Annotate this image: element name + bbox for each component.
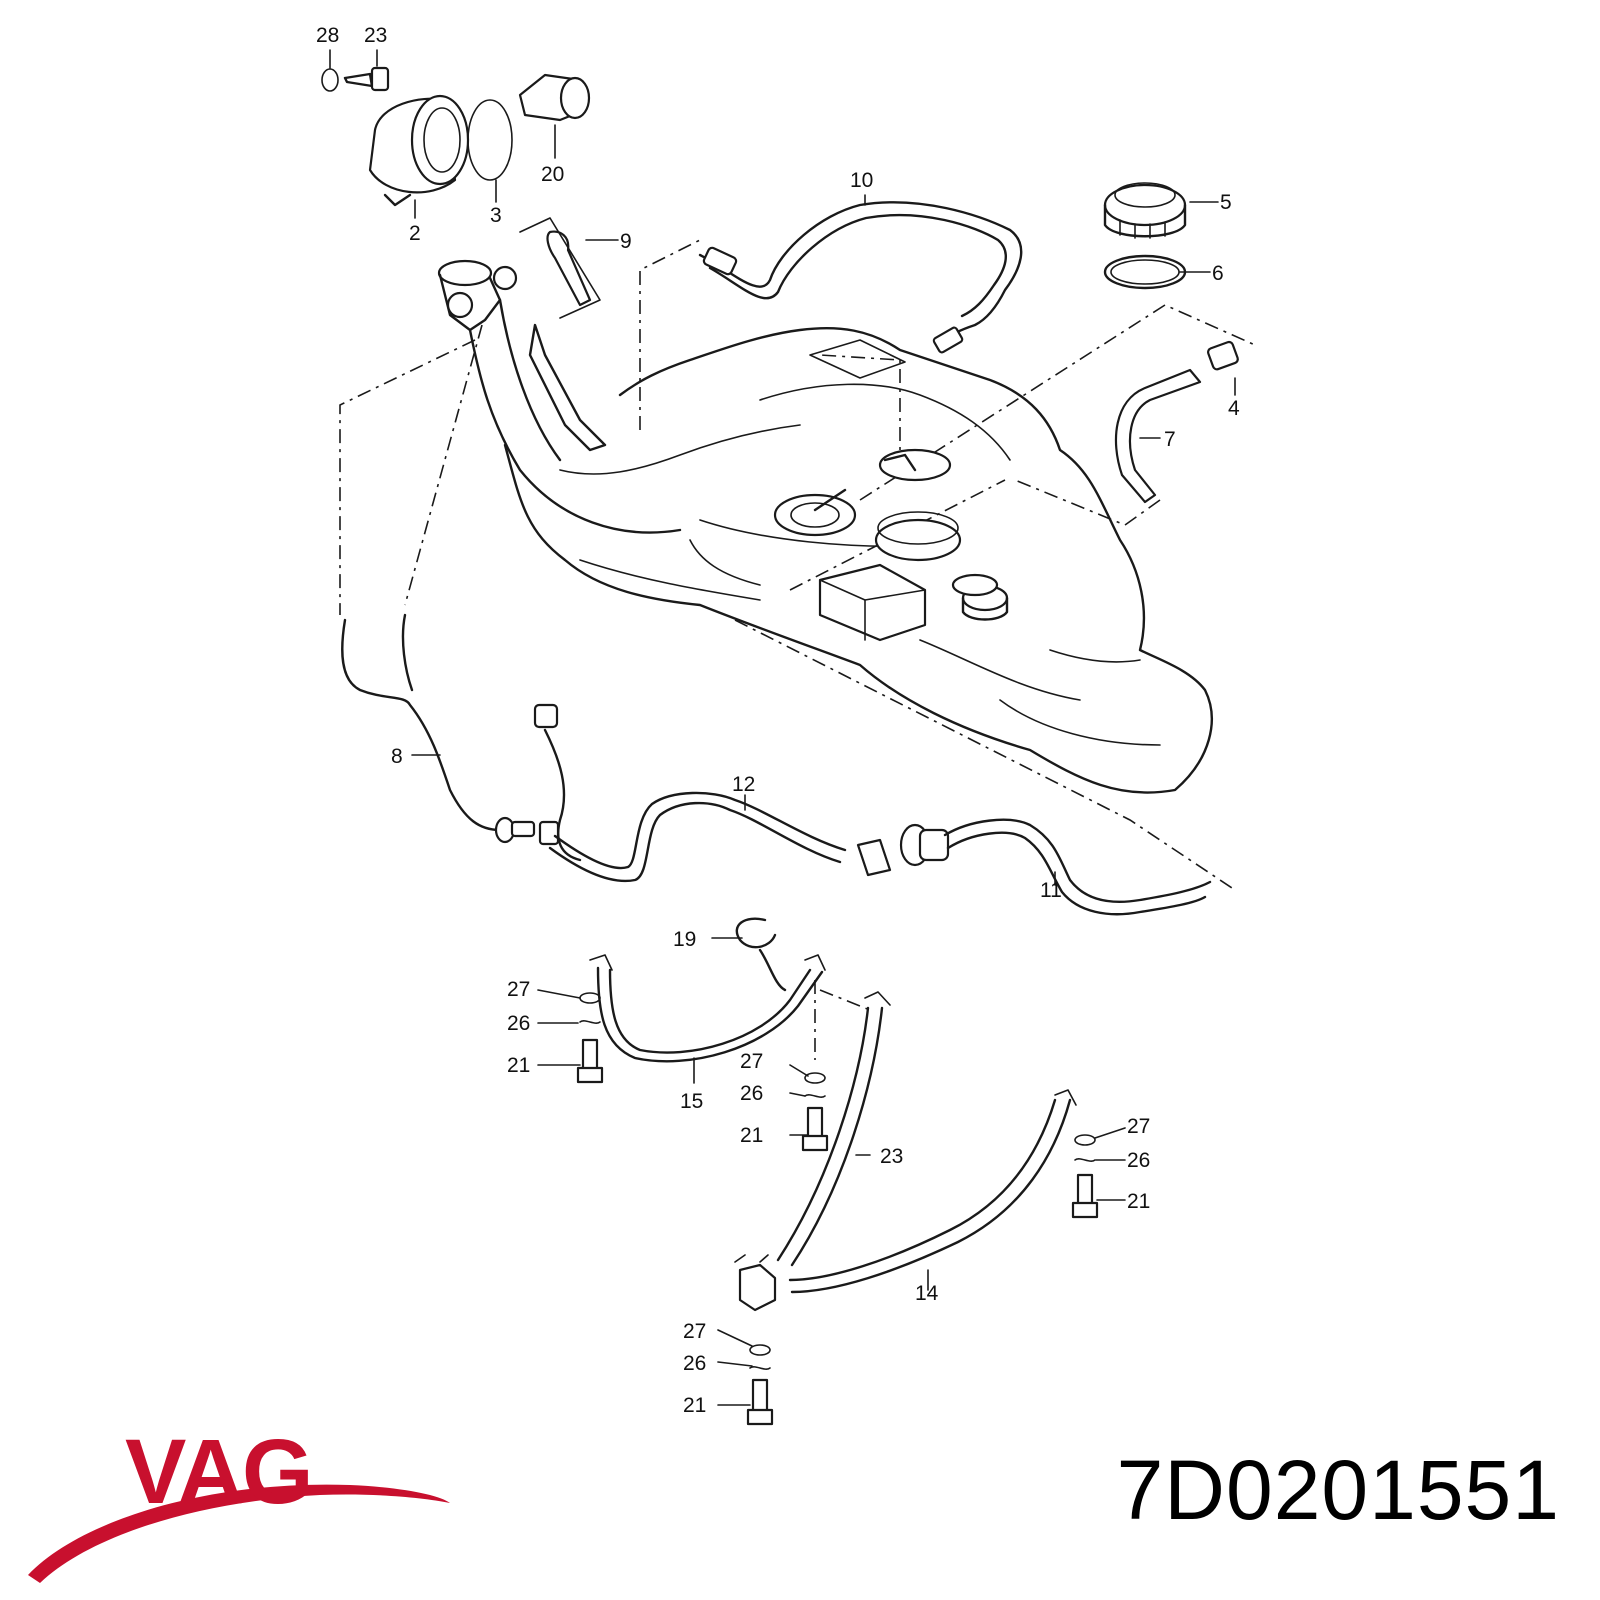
callout-21: 21 xyxy=(740,1124,763,1147)
callout-4: 4 xyxy=(1228,397,1240,420)
callout-21: 21 xyxy=(507,1054,530,1077)
callout-23: 23 xyxy=(880,1145,903,1168)
callout-14: 14 xyxy=(915,1282,939,1305)
callout-6: 6 xyxy=(1212,262,1224,285)
fastener-stack-1 xyxy=(576,992,604,1084)
logo-swoosh xyxy=(28,1484,450,1583)
fastener-stack-3 xyxy=(1071,1134,1099,1219)
locking-ring-5 xyxy=(1103,182,1187,239)
callout-3: 3 xyxy=(490,204,502,227)
callout-7: 7 xyxy=(1164,428,1176,451)
strap-14 xyxy=(788,1098,1057,1282)
callout-15: 15 xyxy=(680,1090,703,1113)
callout-10: 10 xyxy=(850,169,873,192)
connector-hose xyxy=(543,728,582,862)
callout-11: 11 xyxy=(1040,879,1062,902)
callout-27: 27 xyxy=(1127,1115,1150,1138)
callout-20: 20 xyxy=(541,163,564,186)
filler-cap-housing xyxy=(321,66,591,207)
callout-labels: 28 23 20 2 3 9 10 5 6 4 7 8 12 11 19 27 … xyxy=(316,24,1240,1417)
callout-26: 26 xyxy=(507,1012,530,1035)
callout-26: 26 xyxy=(1127,1149,1150,1172)
mounting-bracket xyxy=(738,1263,777,1312)
callout-23: 23 xyxy=(364,24,387,47)
fuel-line-11 xyxy=(943,818,1212,903)
callout-26: 26 xyxy=(740,1082,763,1105)
callout-21: 21 xyxy=(1127,1190,1150,1213)
vent-hose-9 xyxy=(546,230,592,307)
callout-21: 21 xyxy=(683,1394,706,1417)
callout-27: 27 xyxy=(507,978,530,1001)
hose-7 xyxy=(1114,368,1202,504)
callout-leaders xyxy=(329,49,1236,1406)
callout-5: 5 xyxy=(1220,191,1232,214)
callout-2: 2 xyxy=(409,222,421,245)
seal-ring-6 xyxy=(1103,254,1187,290)
fuel-tank xyxy=(503,327,1213,794)
callout-28: 28 xyxy=(316,24,339,47)
strap-15 xyxy=(608,968,812,1054)
fuel-line-12 xyxy=(548,801,842,883)
vag-logo: VAG xyxy=(28,1425,450,1583)
callout-19: 19 xyxy=(673,928,696,951)
callout-26: 26 xyxy=(683,1352,706,1375)
fastener-stack-4 xyxy=(746,1344,774,1426)
part-number: 7D0201551 xyxy=(1116,1443,1560,1537)
fitting-4 xyxy=(1206,340,1239,371)
fastener-stack-2 xyxy=(801,1072,829,1152)
strap-23 xyxy=(776,1006,870,1262)
vent-line-10 xyxy=(698,201,1023,342)
callout-8: 8 xyxy=(391,745,403,768)
callout-27: 27 xyxy=(740,1050,763,1073)
callout-9: 9 xyxy=(620,230,632,253)
line-8 xyxy=(341,618,502,832)
callout-27: 27 xyxy=(683,1320,706,1343)
filler-pipe xyxy=(437,259,682,534)
callout-12: 12 xyxy=(732,773,755,796)
clip-19 xyxy=(735,917,787,992)
logo-text: VAG xyxy=(125,1425,312,1523)
